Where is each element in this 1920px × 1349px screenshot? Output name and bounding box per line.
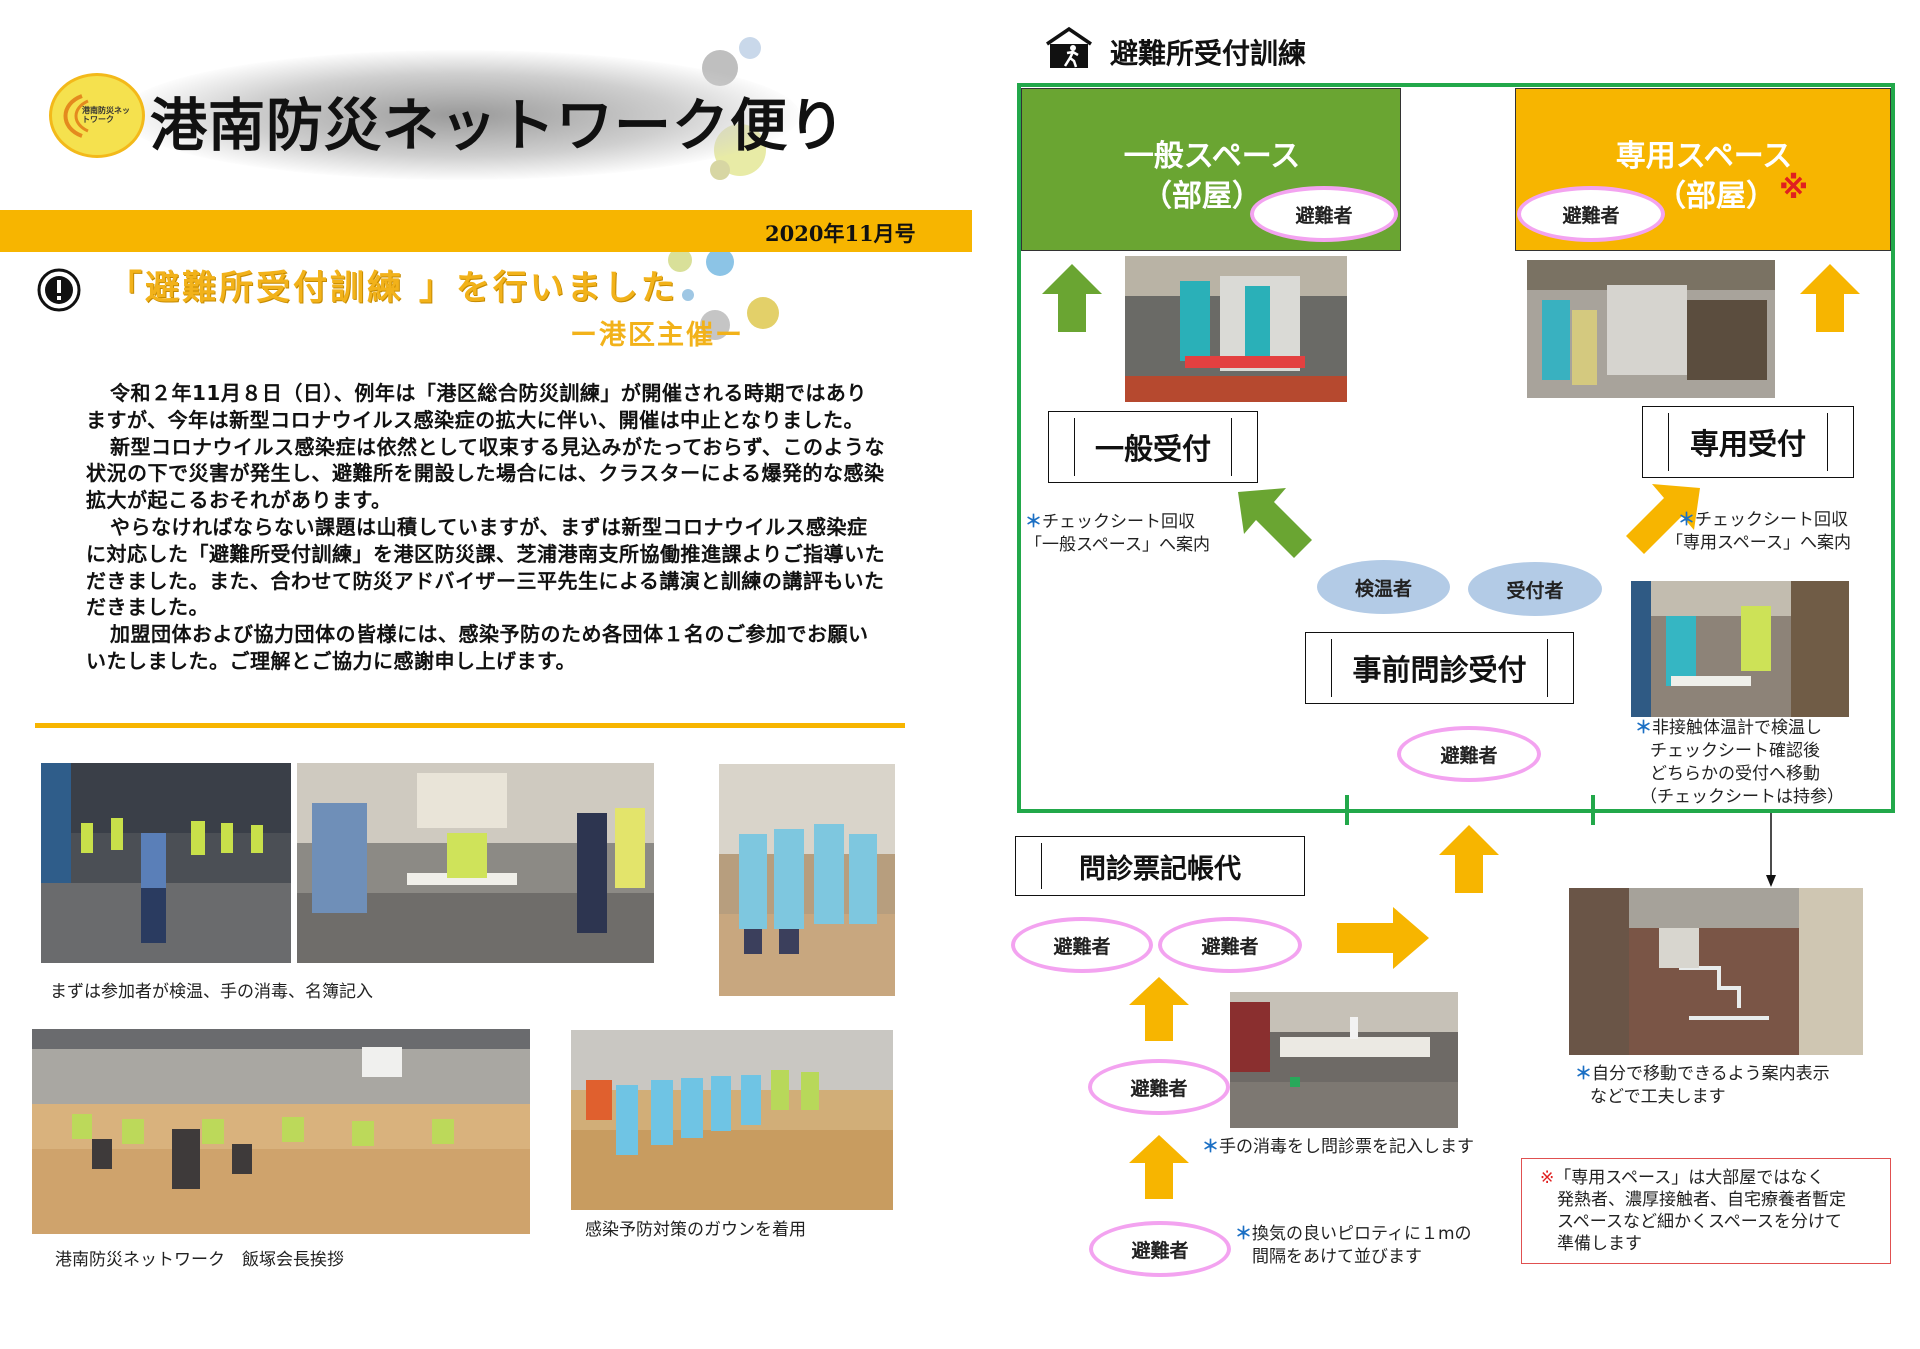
note-line: 「一般スペース」へ案内 [1025,535,1210,555]
article-paragraph: 加盟団体および協力団体の皆様には、感染予防のため各団体１名のご参加でお願いいたし… [86,622,869,673]
photo-registration [297,763,654,963]
evacuee-line: 避難者 [1089,1221,1231,1277]
note-temperature: ＊非接触体温計で検温し チェックシート確認後 どちらかの受付へ移動 （チェックシ… [1635,718,1844,807]
evacuee-disinfect: 避難者 [1088,1059,1230,1115]
note-line: 発熱者、濃厚接触者、自宅療養者暫定 [1557,1190,1846,1210]
divider [35,723,905,728]
pre-interview-desk: 事前問診受付 [1305,632,1574,704]
arrow-up-icon [1439,825,1499,893]
general-space-label: 一般スペース [1123,139,1301,174]
special-space-sub: （部屋） [1656,179,1776,214]
entrance-tick [1345,795,1349,825]
evacuee-queue: 避難者 [1158,917,1302,973]
article-paragraph: 新型コロナウイルス感染症は依然として収束する見込みがたっておらず、このような状況… [86,434,885,513]
photo-speech [32,1029,530,1234]
note-line: 換気の良いピロティに１mの [1252,1224,1472,1244]
decorative-dots [668,37,779,340]
evacuee-entrance: 避難者 [1397,726,1541,782]
photo-caption: まずは参加者が検温、手の消毒、名簿記入 [50,982,373,1002]
special-reception-label: 専用受付 [1689,427,1806,461]
proxy-writing-desk: 問診票記帳代 [1015,836,1305,896]
photo-gowns [719,764,895,996]
photo-general-desk [1125,256,1347,402]
diagram-title: 避難所受付訓練 [1110,37,1307,70]
logo-swirl-icon [63,94,89,138]
general-reception-desk: 一般受付 [1048,411,1258,483]
photo-corridor-guide [1569,888,1863,1055]
note-line: チェックシート回収 [1695,510,1848,530]
note-line: チェックシート確認後 [1650,741,1820,761]
page-title: 港南防災ネットワーク便り [150,92,846,159]
note-ventilation: ＊換気の良いピロティに１mの 間隔をあけて並びます [1235,1224,1472,1267]
staff-thermometer: 検温者 [1317,560,1450,614]
evacuation-icon [1046,26,1092,68]
special-space-note-text: ※「専用スペース」は大部屋ではなく 発熱者、濃厚接触者、自宅療養者暫定 スペース… [1540,1167,1846,1255]
note-disinfect: ＊手の消毒をし問診票を記入します [1202,1137,1474,1157]
evacuee-queue: 避難者 [1011,917,1153,973]
note-line: スペースなど細かくスペースを分けて [1557,1212,1842,1232]
evacuee-general: 避難者 [1250,186,1398,242]
photo-entrance [41,763,291,963]
title-glow [120,50,800,180]
photo-caption: 港南防災ネットワーク 飯塚会長挨拶 [55,1250,344,1270]
shelter-frame [1017,83,1895,813]
arrow-up-right-icon [1626,484,1700,554]
pre-interview-label: 事前問診受付 [1352,653,1527,687]
staff-reception: 受付者 [1468,562,1602,616]
note-line: 準備します [1557,1234,1642,1254]
arrow-right-icon [1337,907,1429,969]
article-paragraph: 令和２年11月８日（日）、例年は「港区総合防災訓練」が開催される時期ではあります… [86,381,867,432]
proxy-writing-label: 問診票記帳代 [1079,853,1241,885]
arrow-up-icon [1129,977,1189,1041]
note-line: 「専用スペース」へ案内 [1666,533,1851,553]
note-line: どちらかの受付へ移動 [1650,764,1820,784]
photo-bow [571,1030,893,1210]
article-subheading: ー港区主催ー [570,320,744,351]
special-space-mark: ※ [1779,171,1809,206]
general-space-sub: （部屋） [1142,179,1262,214]
photo-caption: 感染予防対策のガウンを着用 [585,1220,806,1240]
arrow-down-icon [1766,813,1776,887]
note-line: 間隔をあけて並びます [1252,1247,1422,1267]
general-reception-label: 一般受付 [1094,432,1211,466]
note-line: 「専用スペース」は大部屋ではなく [1554,1168,1825,1188]
arrow-up-icon [1129,1135,1189,1199]
alert-icon [37,268,81,312]
issue-date: 2020年11月号 [765,221,916,246]
note-line: などで工夫します [1590,1087,1726,1107]
special-space-note: ※「専用スペース」は大部屋ではなく 発熱者、濃厚接触者、自宅療養者暫定 スペース… [1521,1158,1891,1264]
note-guide-signs: ＊自分で移動できるよう案内表示 などで工夫します [1575,1064,1830,1107]
article-paragraph: やらなければならない課題は山積していますが、まずは新型コロナウイルス感染症に対応… [86,514,886,620]
photo-disinfect-table [1230,992,1458,1128]
special-space-label: 専用スペース [1615,139,1793,174]
arrow-up-icon [1800,264,1860,332]
note-line: （チェックシートは持参） [1640,787,1844,807]
header-bar [0,210,972,252]
note-line: 非接触体温計で検温し [1652,718,1822,738]
special-reception-desk: 専用受付 [1642,406,1854,478]
evacuee-special: 避難者 [1517,186,1665,242]
note-mark: ※ [1540,1168,1555,1188]
logo: 港南防災ネットワーク [49,73,145,158]
logo-text: 港南防災ネットワーク [82,106,130,124]
note-special-reception: ＊チェックシート回収 「専用スペース」へ案内 [1666,510,1851,553]
arrow-up-icon [1042,264,1102,332]
note-line: 手の消毒をし問診票を記入します [1219,1137,1474,1157]
article-heading: 「避難所受付訓練 」を行いました [108,268,678,308]
note-general-reception: ＊チェックシート回収 「一般スペース」へ案内 [1025,512,1210,555]
photo-special-desk [1527,260,1775,398]
note-line: チェックシート回収 [1042,512,1195,532]
note-line: 自分で移動できるよう案内表示 [1592,1064,1830,1084]
arrow-up-left-icon [1238,488,1312,558]
photo-temperature-check [1631,581,1849,717]
entrance-tick [1591,795,1595,825]
article-body: 令和２年11月８日（日）、例年は「港区総合防災訓練」が開催される時期ではあります… [86,380,886,675]
